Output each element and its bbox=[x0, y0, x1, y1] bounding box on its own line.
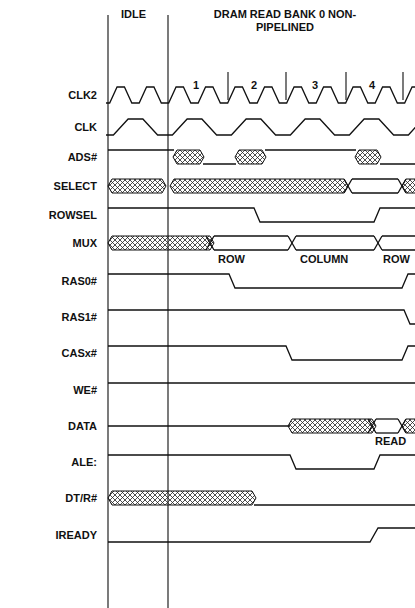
bus-trace bbox=[296, 249, 374, 250]
bus-trace bbox=[352, 178, 398, 179]
signal-name: SELECT bbox=[54, 180, 97, 193]
hatched-region bbox=[288, 419, 376, 433]
bus-trace bbox=[376, 418, 398, 419]
hatched-region bbox=[402, 179, 415, 193]
bus-transition bbox=[288, 236, 296, 250]
clock-trace bbox=[106, 119, 415, 135]
bus-transition bbox=[344, 179, 352, 193]
signal-trace bbox=[203, 163, 236, 164]
hatched-region bbox=[108, 236, 214, 250]
bus-trace bbox=[382, 235, 415, 236]
bus-transition bbox=[206, 236, 214, 250]
bus-transition bbox=[368, 419, 376, 433]
bus-value: COLUMN bbox=[300, 253, 348, 266]
signal-name: MUX bbox=[73, 237, 97, 250]
bus-transition bbox=[368, 419, 376, 433]
signal-trace bbox=[108, 425, 290, 426]
phase-label: IDLE bbox=[121, 8, 146, 21]
signal-trace bbox=[108, 346, 415, 360]
cycle-number: 4 bbox=[369, 79, 375, 92]
bus-trace bbox=[214, 235, 288, 236]
phase-label: DRAM READ BANK 0 NON-PIPELINED bbox=[205, 8, 365, 34]
signal-name: RAS1# bbox=[62, 311, 97, 324]
hatched-region bbox=[170, 179, 348, 193]
signal-name: ADS# bbox=[68, 151, 97, 164]
signal-trace bbox=[380, 163, 415, 164]
bus-trace bbox=[382, 249, 415, 250]
bus-trace bbox=[352, 192, 398, 193]
signal-name: RAS0# bbox=[62, 275, 97, 288]
bus-trace bbox=[214, 249, 288, 250]
hatched-region bbox=[173, 150, 204, 164]
bus-trace bbox=[296, 235, 374, 236]
bus-value: READ bbox=[375, 435, 406, 448]
signal-trace bbox=[265, 149, 356, 150]
hatched-region bbox=[402, 419, 415, 433]
hatched-region bbox=[108, 179, 166, 193]
signal-trace bbox=[254, 504, 415, 505]
signal-name: IREADY bbox=[55, 529, 97, 542]
bus-transition bbox=[374, 236, 382, 250]
signal-name: CASx# bbox=[62, 347, 97, 360]
clock-trace bbox=[106, 87, 415, 103]
signal-name: DT/R# bbox=[65, 492, 97, 505]
bus-trace bbox=[376, 432, 398, 433]
cycle-number: 1 bbox=[193, 79, 199, 92]
signal-trace bbox=[108, 208, 415, 222]
hatched-region bbox=[355, 150, 381, 164]
cycle-number: 2 bbox=[251, 79, 257, 92]
signal-trace bbox=[108, 455, 415, 469]
signal-trace bbox=[108, 310, 415, 324]
hatched-region bbox=[108, 491, 256, 505]
bus-transition bbox=[288, 236, 296, 250]
signal-name: WE# bbox=[73, 384, 97, 397]
bus-transition bbox=[374, 236, 382, 250]
signal-name: CLK2 bbox=[68, 89, 97, 102]
signal-trace bbox=[108, 528, 415, 542]
hatched-region bbox=[235, 150, 266, 164]
signal-trace bbox=[108, 149, 174, 150]
bus-transition bbox=[344, 179, 352, 193]
signal-name: CLK bbox=[74, 121, 97, 134]
signal-name: ROWSEL bbox=[49, 209, 97, 222]
cycle-number: 3 bbox=[312, 79, 318, 92]
signal-trace bbox=[108, 274, 415, 288]
signal-name: DATA bbox=[68, 420, 97, 433]
signal-name: ALE: bbox=[71, 456, 97, 469]
bus-transition bbox=[206, 236, 214, 250]
signal-trace bbox=[108, 382, 415, 383]
bus-value: ROW bbox=[383, 253, 410, 266]
bus-value: ROW bbox=[218, 253, 245, 266]
